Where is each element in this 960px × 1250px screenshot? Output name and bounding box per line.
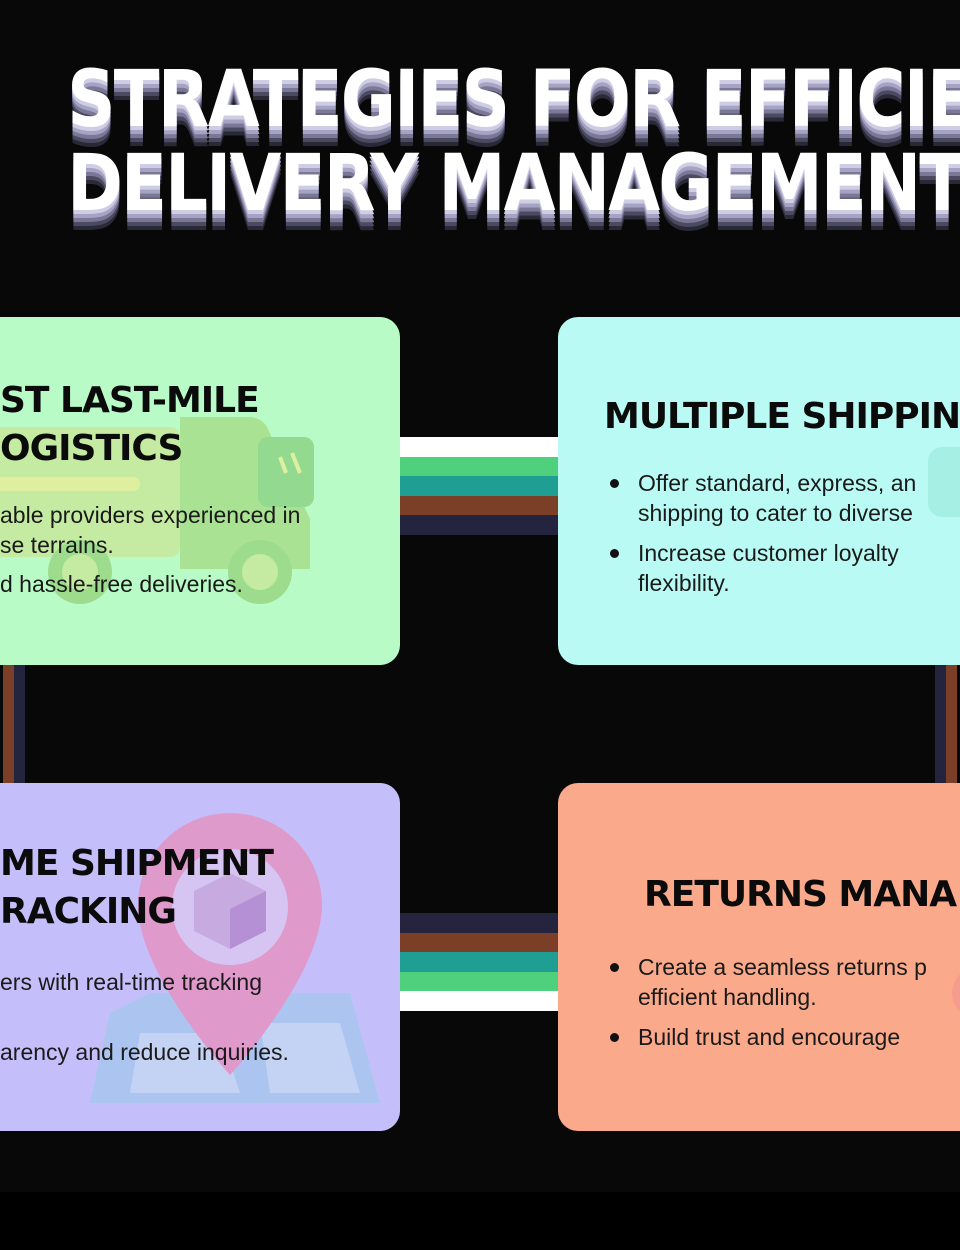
- card-text-line: se terrains.: [0, 532, 114, 558]
- card-title: ST LAST-MILE OGISTICS: [0, 377, 260, 473]
- bullet-line: shipping to cater to diverse: [638, 500, 913, 526]
- bullet-item: Create a seamless returns p efficient ha…: [608, 952, 927, 1012]
- connector-stripe: [946, 662, 957, 786]
- card-title-line-1: MULTIPLE SHIPPIN: [604, 396, 960, 437]
- connector-stripe: [398, 515, 560, 535]
- connector-top: [398, 437, 560, 535]
- bullet-item: Build trust and encourage: [608, 1022, 927, 1052]
- bullet-line: flexibility.: [638, 570, 730, 596]
- bullet-line: Build trust and encourage: [638, 1024, 901, 1050]
- connector-stripe: [398, 456, 560, 476]
- card-title: MULTIPLE SHIPPIN: [604, 393, 960, 441]
- connector-stripe: [935, 662, 946, 786]
- bullet-line: Increase customer loyalty: [638, 540, 899, 566]
- card-multiple-shipping: MULTIPLE SHIPPIN Offer standard, express…: [558, 317, 960, 665]
- card-last-mile-logistics: ST LAST-MILE OGISTICS able providers exp…: [0, 317, 400, 665]
- connector-stripe: [398, 495, 560, 515]
- card-text-line: d hassle-free deliveries.: [0, 571, 243, 597]
- connector-left: [3, 662, 25, 786]
- card-shipment-tracking: ME SHIPMENT RACKING ers with real-time t…: [0, 783, 400, 1131]
- card-text-line: able providers experienced in: [0, 502, 301, 528]
- bullet-line: efficient handling.: [638, 984, 817, 1010]
- connector-bottom: [398, 913, 560, 1011]
- connector-stripe: [398, 952, 560, 972]
- card-title: RETURNS MANA: [644, 871, 957, 919]
- card-returns-management: RETURNS MANA Create a seamless returns p…: [558, 783, 960, 1131]
- return-box-icon: [952, 974, 960, 1012]
- connector-stripe: [3, 662, 14, 786]
- connector-stripe: [14, 662, 25, 786]
- connector-stripe: [398, 437, 560, 457]
- connector-stripe: [398, 913, 560, 933]
- bottom-band: [0, 1192, 960, 1250]
- card-title-line-1: ST LAST-MILE: [0, 380, 260, 421]
- bullet-line: Offer standard, express, an: [638, 470, 917, 496]
- card-title-line-1: RETURNS MANA: [644, 874, 957, 915]
- bullet-list: Offer standard, express, an shipping to …: [608, 468, 916, 608]
- bullet-line: Create a seamless returns p: [638, 954, 927, 980]
- page-title: STRATEGIES FOR EFFICIENT DELIVERY MANAGE…: [67, 55, 960, 229]
- card-text-line: ers with real-time tracking: [0, 969, 263, 995]
- card-title-line-1: ME SHIPMENT: [0, 843, 274, 884]
- card-title-line-2: OGISTICS: [0, 428, 183, 469]
- connector-right: [935, 662, 957, 786]
- page-title-line-2: DELIVERY MANAGEMENT: [67, 139, 960, 229]
- bullet-item: Offer standard, express, an shipping to …: [608, 468, 916, 528]
- delivery-truck-icon: [0, 417, 314, 604]
- connector-stripe: [398, 476, 560, 496]
- location-pin-map-icon: [90, 813, 380, 1103]
- card-title: ME SHIPMENT RACKING: [0, 840, 274, 936]
- connector-stripe: [398, 991, 560, 1011]
- card-text-line: arency and reduce inquiries.: [0, 1039, 289, 1065]
- card-title-line-2: RACKING: [0, 891, 177, 932]
- bullet-item: Increase customer loyalty flexibility.: [608, 538, 916, 598]
- connector-stripe: [398, 932, 560, 952]
- page-title-line-1: STRATEGIES FOR EFFICIENT: [67, 55, 960, 145]
- bullet-list: Create a seamless returns p efficient ha…: [608, 952, 927, 1062]
- connector-stripe: [398, 971, 560, 991]
- package-icon: [928, 447, 960, 517]
